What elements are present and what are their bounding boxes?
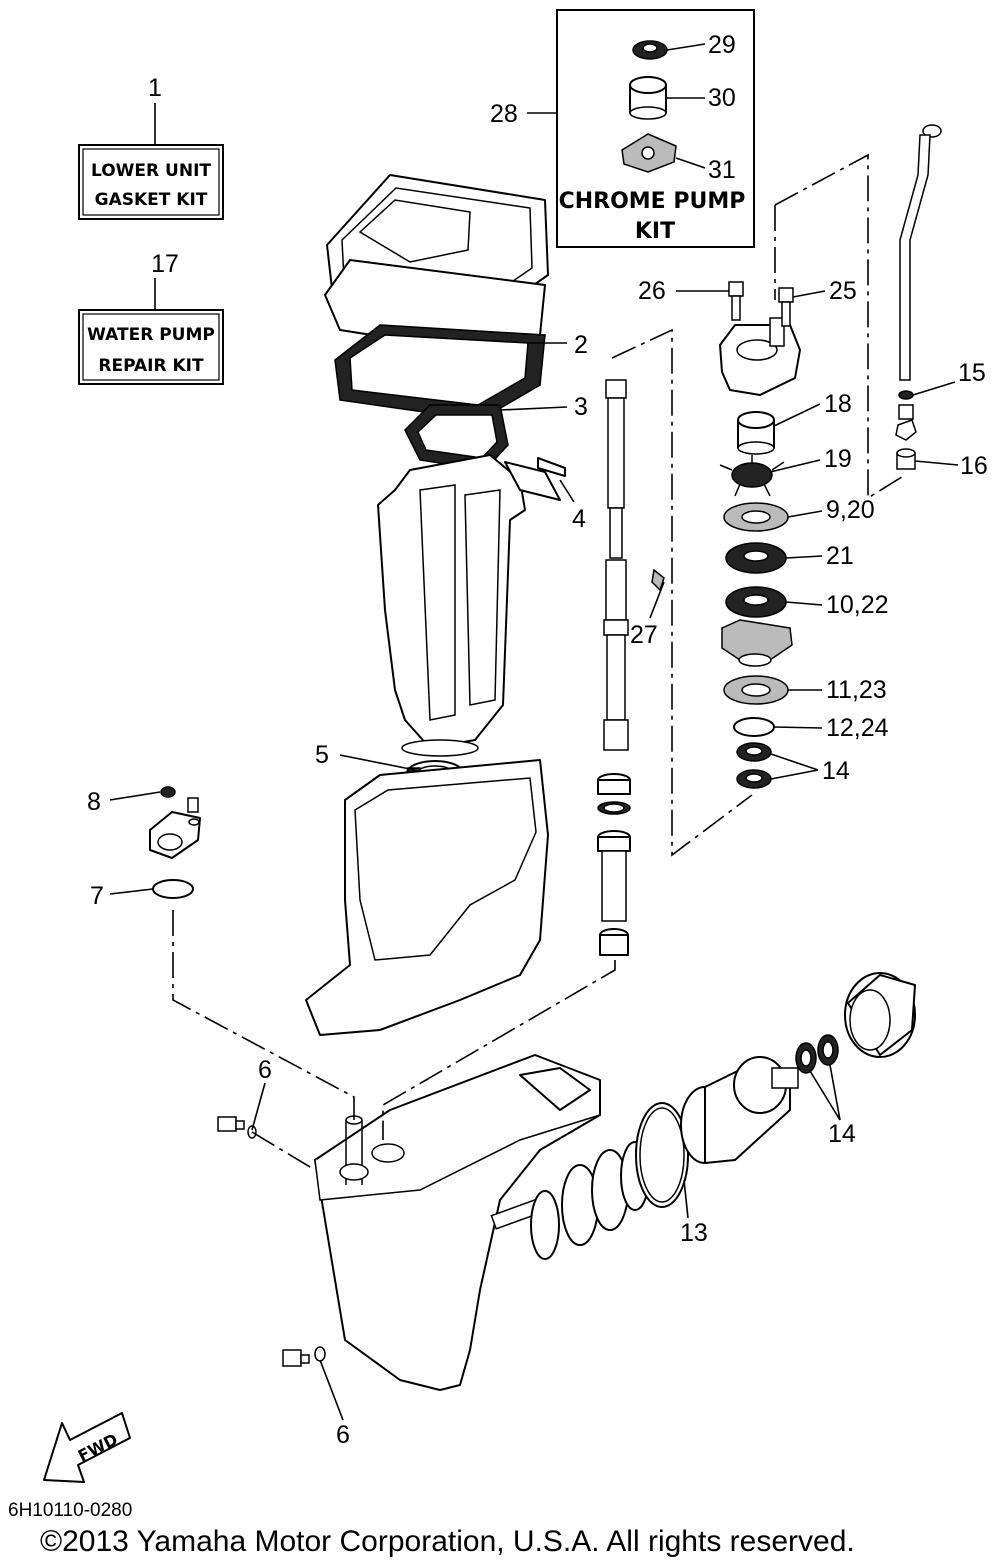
gasket-3: [404, 404, 509, 471]
gear-case: [314, 1054, 601, 1391]
reverse-gear-bearing-housing: [844, 972, 916, 1058]
callout-8: 8: [87, 788, 101, 816]
fwd-arrow-icon: FWD: [43, 1412, 131, 1483]
water-inlet-cover-8: [149, 786, 201, 859]
copyright-notice: ©2013 Yamaha Motor Corporation, U.S.A. A…: [40, 1525, 855, 1558]
outer-plate-31: [621, 133, 677, 173]
water-pump-kit-line1: WATER PUMP: [87, 325, 215, 345]
insert-cartridge-30: [629, 76, 667, 120]
callout-3: 3: [574, 393, 588, 421]
diagram-code: 6H10110-0280: [8, 1500, 132, 1521]
callout-12-24: 12,24: [826, 714, 889, 742]
chrome-pump-kit-line2: KIT: [635, 219, 675, 244]
impeller-19: [719, 455, 785, 497]
plate-21: [725, 542, 787, 574]
leader-lines: [109, 290, 959, 1421]
callout-2: 2: [574, 331, 588, 359]
callout-14-lower: 14: [828, 1120, 856, 1148]
callout-numbers: 1 17 28 2 3 4 5 8 7 6 6 26 25 15 16 18 1…: [87, 74, 988, 1449]
chrome-pump-kit-box: CHROME PUMP KIT 29 30 31: [556, 9, 755, 248]
gasket-11-23: [723, 675, 789, 705]
callout-31: 31: [708, 156, 736, 184]
water-tube: [899, 124, 942, 381]
o-ring-13: [635, 1102, 689, 1208]
bearing-14-upper: [736, 742, 772, 789]
water-pump-repair-kit-box: WATER PUMP REPAIR KIT: [78, 309, 224, 385]
callout-7: 7: [90, 882, 104, 910]
drive-shaft-bearing-stack: [597, 773, 631, 956]
assembly-lines: [172, 153, 906, 1171]
callout-13: 13: [680, 1219, 708, 1247]
drain-screw-lower: [282, 1346, 326, 1367]
lower-unit-kit-line2: GASKET KIT: [95, 190, 208, 210]
callout-6-lower: 6: [336, 1421, 350, 1449]
housing-pump-lower: [721, 619, 793, 667]
callout-11-23: 11,23: [826, 676, 887, 704]
callout-28: 28: [490, 100, 518, 128]
callout-9-20: 9,20: [826, 496, 875, 524]
callout-16: 16: [960, 452, 988, 480]
chrome-pump-kit-line1: CHROME PUMP: [559, 189, 746, 214]
callout-29: 29: [708, 31, 736, 59]
water-pump-kit-line2: REPAIR KIT: [98, 356, 204, 376]
callout-27: 27: [630, 621, 658, 649]
bolt-26: [728, 281, 744, 321]
gasket-9-20: [723, 502, 789, 532]
callout-15: 15: [958, 359, 986, 387]
plate-4: [504, 457, 566, 501]
callout-14-upper: 14: [822, 757, 850, 785]
upper-gasket-stack: [324, 174, 549, 356]
o-ring-12-24: [733, 717, 775, 737]
callout-26: 26: [638, 277, 666, 305]
callout-6-upper: 6: [258, 1056, 272, 1084]
callout-1: 1: [148, 74, 162, 102]
o-ring-7: [152, 879, 194, 899]
grommet-16: [896, 448, 916, 470]
lower-unit-kit-line1: LOWER UNIT: [91, 161, 211, 181]
callout-10-22: 10,22: [826, 591, 889, 619]
grommet-15: [895, 390, 917, 441]
callout-25: 25: [829, 277, 857, 305]
gasket-10-22: [725, 586, 787, 618]
callout-4: 4: [572, 505, 586, 533]
drain-screw-upper: [217, 1116, 257, 1139]
bearing-14-rear: [771, 1034, 839, 1089]
callout-19: 19: [824, 445, 852, 473]
key-27: [651, 568, 665, 592]
water-pump-housing-section: [719, 317, 801, 396]
propeller-shaft-assembly: [490, 1141, 650, 1260]
callout-30: 30: [708, 84, 736, 112]
gasket-2: [334, 324, 546, 421]
bolt-25: [778, 287, 794, 327]
callout-5: 5: [315, 741, 329, 769]
callout-17: 17: [151, 250, 179, 278]
lower-unit-gasket-kit-box: LOWER UNIT GASKET KIT: [78, 144, 224, 220]
upper-casing: [377, 454, 526, 757]
callout-18: 18: [824, 390, 852, 418]
lower-casing: [305, 759, 549, 1036]
insert-cartridge-18: [737, 411, 775, 455]
drive-shaft: [603, 379, 629, 751]
callout-21: 21: [826, 542, 854, 570]
